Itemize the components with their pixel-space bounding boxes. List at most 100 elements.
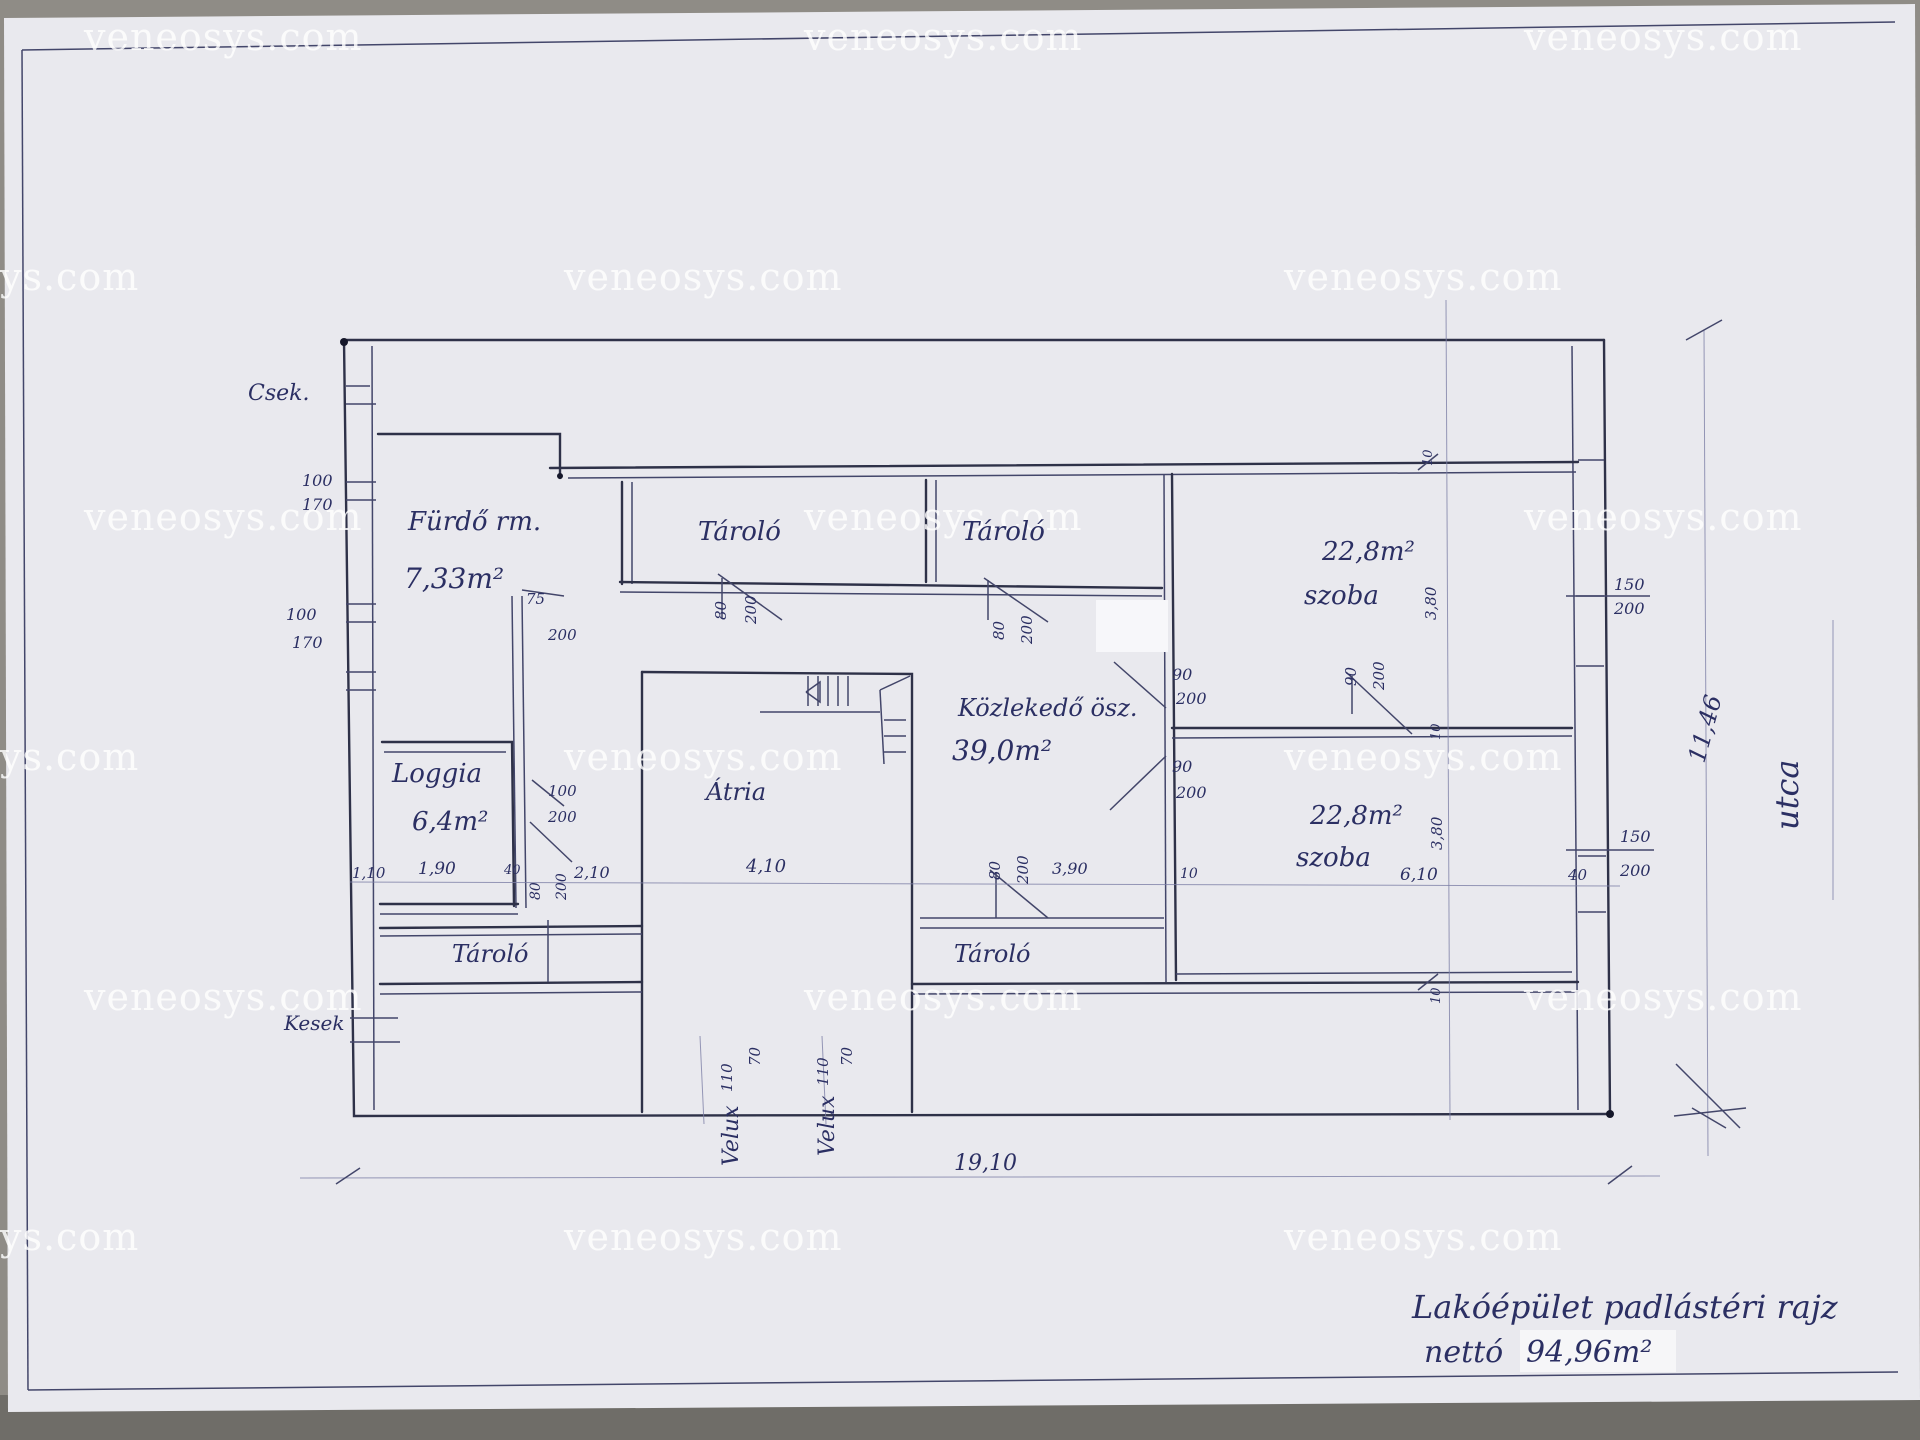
watermark-2: veneosys.com bbox=[803, 15, 1083, 59]
dimension-lines bbox=[299, 299, 1834, 1185]
caption-line1: Lakóépület padlástéri rajz bbox=[1411, 1288, 1839, 1326]
dim-4-10: 4,10 bbox=[745, 856, 786, 877]
watermark-16: ys.com bbox=[0, 1215, 139, 1259]
dim-200-b: 200 bbox=[1175, 783, 1207, 802]
watermark-layer: veneosys.com veneosys.com veneosys.com y… bbox=[0, 15, 1803, 1259]
dim-200-d: 200 bbox=[1619, 861, 1651, 880]
furdo-area: 7,33m² bbox=[404, 562, 504, 595]
dim-150-a: 150 bbox=[1614, 575, 1645, 594]
watermark-12: veneosys.com bbox=[1283, 735, 1563, 779]
watermark-9: veneosys.com bbox=[1523, 495, 1803, 539]
interior-walls bbox=[376, 432, 1580, 1114]
watermark-14: veneosys.com bbox=[803, 975, 1083, 1019]
door-swings bbox=[521, 573, 1413, 919]
paper-sheet bbox=[4, 4, 1920, 1412]
velux-label-2: Velux bbox=[815, 1095, 840, 1156]
watermark-10: ys.com bbox=[0, 735, 139, 779]
watermark-6: veneosys.com bbox=[1283, 255, 1563, 299]
door-80-1: 80 bbox=[712, 600, 730, 620]
furdo-label: Fürdő rm. bbox=[407, 507, 541, 537]
tarolo-label-3: Tároló bbox=[452, 940, 529, 968]
watermark-17: veneosys.com bbox=[563, 1215, 843, 1259]
velux-dim-2: 110 bbox=[814, 1057, 832, 1086]
caption-netto-label: nettó bbox=[1424, 1335, 1503, 1370]
door-80-3: 80 bbox=[986, 860, 1004, 880]
dim-170-mid: 170 bbox=[292, 633, 323, 652]
watermark-3: veneosys.com bbox=[1523, 15, 1803, 59]
dim-200-c: 200 bbox=[1613, 599, 1645, 618]
dim-10-c: 10 bbox=[1429, 723, 1444, 740]
watermark-18: veneosys.com bbox=[1283, 1215, 1563, 1259]
door-200-1: 200 bbox=[742, 595, 760, 625]
caption-block: Lakóépület padlástéri rajz nettó 94,96m² bbox=[1411, 1288, 1839, 1372]
caption-netto-value: 94,96m² bbox=[1526, 1335, 1652, 1370]
dim-90-a: 90 bbox=[1172, 665, 1192, 684]
stair-symbol bbox=[760, 675, 911, 765]
watermark-8: veneosys.com bbox=[803, 495, 1083, 539]
caption-value-highlight bbox=[1520, 1330, 1676, 1372]
dim-90-c: 90 bbox=[1342, 666, 1360, 686]
watermark-15: veneosys.com bbox=[1523, 975, 1803, 1019]
total-width: 19,10 bbox=[954, 1151, 1017, 1176]
corner-dots bbox=[340, 338, 1614, 1118]
tarolo-label-2: Tároló bbox=[962, 517, 1045, 547]
csek-label-top: Csek. bbox=[248, 381, 309, 406]
door-80-4: 80 bbox=[528, 882, 544, 900]
door-200-4: 200 bbox=[554, 873, 570, 901]
watermark-1: veneosys.com bbox=[83, 15, 363, 59]
velux-h-1: 70 bbox=[746, 1046, 764, 1066]
dim-10-d: 10 bbox=[1429, 987, 1444, 1004]
watermark-11: veneosys.com bbox=[563, 735, 843, 779]
dim-40-a: 40 bbox=[1567, 866, 1588, 884]
sheet-border-bottom bbox=[27, 1371, 1899, 1391]
velux-label-1: Velux bbox=[719, 1105, 744, 1166]
tarolo-label-4: Tároló bbox=[954, 940, 1031, 968]
left-wall-ticks bbox=[346, 385, 1654, 1043]
szoba-top-area: 22,8m² bbox=[1321, 537, 1415, 567]
side-labels: Csek. Kesek utca Velux Velux 110 110 70 … bbox=[248, 381, 1806, 1166]
door-200-2: 200 bbox=[1018, 615, 1036, 645]
sheet-border-top bbox=[21, 21, 1896, 51]
szoba-top-label: szoba bbox=[1304, 581, 1379, 611]
watermark-5: veneosys.com bbox=[563, 255, 843, 299]
dim-40-b: 40 bbox=[503, 863, 521, 878]
kozlekedo-label: Közlekedő ösz. bbox=[957, 694, 1137, 722]
sheet-border-left bbox=[21, 49, 29, 1391]
dim-3-80-bottom: 3,80 bbox=[1428, 816, 1446, 850]
szoba-bottom-label: szoba bbox=[1296, 843, 1371, 873]
csek-label-bottom: Kesek bbox=[283, 1011, 344, 1035]
dim-200-g: 200 bbox=[547, 626, 577, 644]
dim-150-b: 150 bbox=[1620, 827, 1651, 846]
dim-1-90: 1,90 bbox=[418, 859, 456, 879]
dim-10-a: 10 bbox=[1180, 866, 1198, 882]
szoba-bottom-area: 22,8m² bbox=[1309, 801, 1403, 831]
dim-3-80-top: 3,80 bbox=[1422, 586, 1440, 620]
dim-3-90: 3,90 bbox=[1052, 859, 1088, 878]
watermark-7: veneosys.com bbox=[83, 495, 363, 539]
watermark-4: ys.com bbox=[0, 255, 139, 299]
dim-6-10: 6,10 bbox=[1400, 865, 1438, 885]
loggia-label: Loggia bbox=[391, 759, 482, 789]
dim-75: 75 bbox=[526, 590, 545, 608]
dim-200-f: 200 bbox=[547, 808, 577, 826]
loggia-area: 6,4m² bbox=[412, 807, 488, 837]
tarolo-label-1: Tároló bbox=[698, 517, 781, 547]
retouch-patch bbox=[1096, 600, 1168, 652]
dim-100-mid: 100 bbox=[286, 605, 317, 624]
dim-1-10: 1,10 bbox=[352, 864, 386, 882]
dim-100-top: 100 bbox=[302, 471, 333, 490]
atrium-label: Átria bbox=[704, 777, 766, 806]
room-labels: Fürdő rm. 7,33m² Tároló Tároló 22,8m² sz… bbox=[391, 507, 1415, 968]
kozlekedo-area: 39,0m² bbox=[952, 734, 1052, 767]
watermark-13: veneosys.com bbox=[83, 975, 363, 1019]
dim-90-b: 90 bbox=[1172, 757, 1192, 776]
dim-2-10: 2,10 bbox=[573, 863, 610, 882]
dim-200-e: 200 bbox=[1370, 661, 1388, 691]
door-80-2: 80 bbox=[990, 620, 1008, 640]
dim-100-e: 100 bbox=[548, 782, 577, 800]
dim-10-b: 10 bbox=[1421, 449, 1436, 466]
velux-dim-1: 110 bbox=[718, 1063, 736, 1092]
dim-170-top: 170 bbox=[302, 495, 333, 514]
velux-h-2: 70 bbox=[838, 1046, 856, 1066]
